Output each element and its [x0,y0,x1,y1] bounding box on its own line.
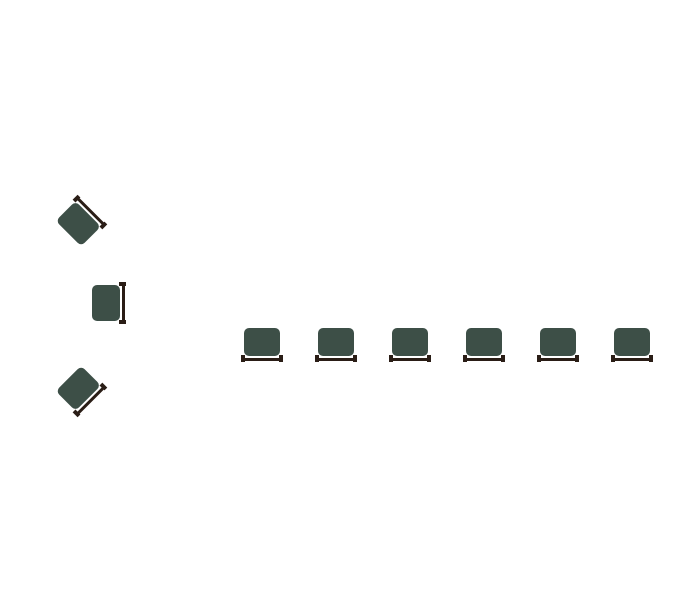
chair-icon[interactable] [53,363,108,418]
chair-icon[interactable] [53,194,108,249]
chair-icon[interactable] [537,328,579,362]
chair-icon[interactable] [389,328,431,362]
chair-icon[interactable] [92,282,126,324]
chair-group-fan [53,194,126,418]
chair-icon[interactable] [241,328,283,362]
chair-group-row [241,328,653,362]
chair-icon[interactable] [611,328,653,362]
chair-icon[interactable] [315,328,357,362]
chair-icon[interactable] [463,328,505,362]
